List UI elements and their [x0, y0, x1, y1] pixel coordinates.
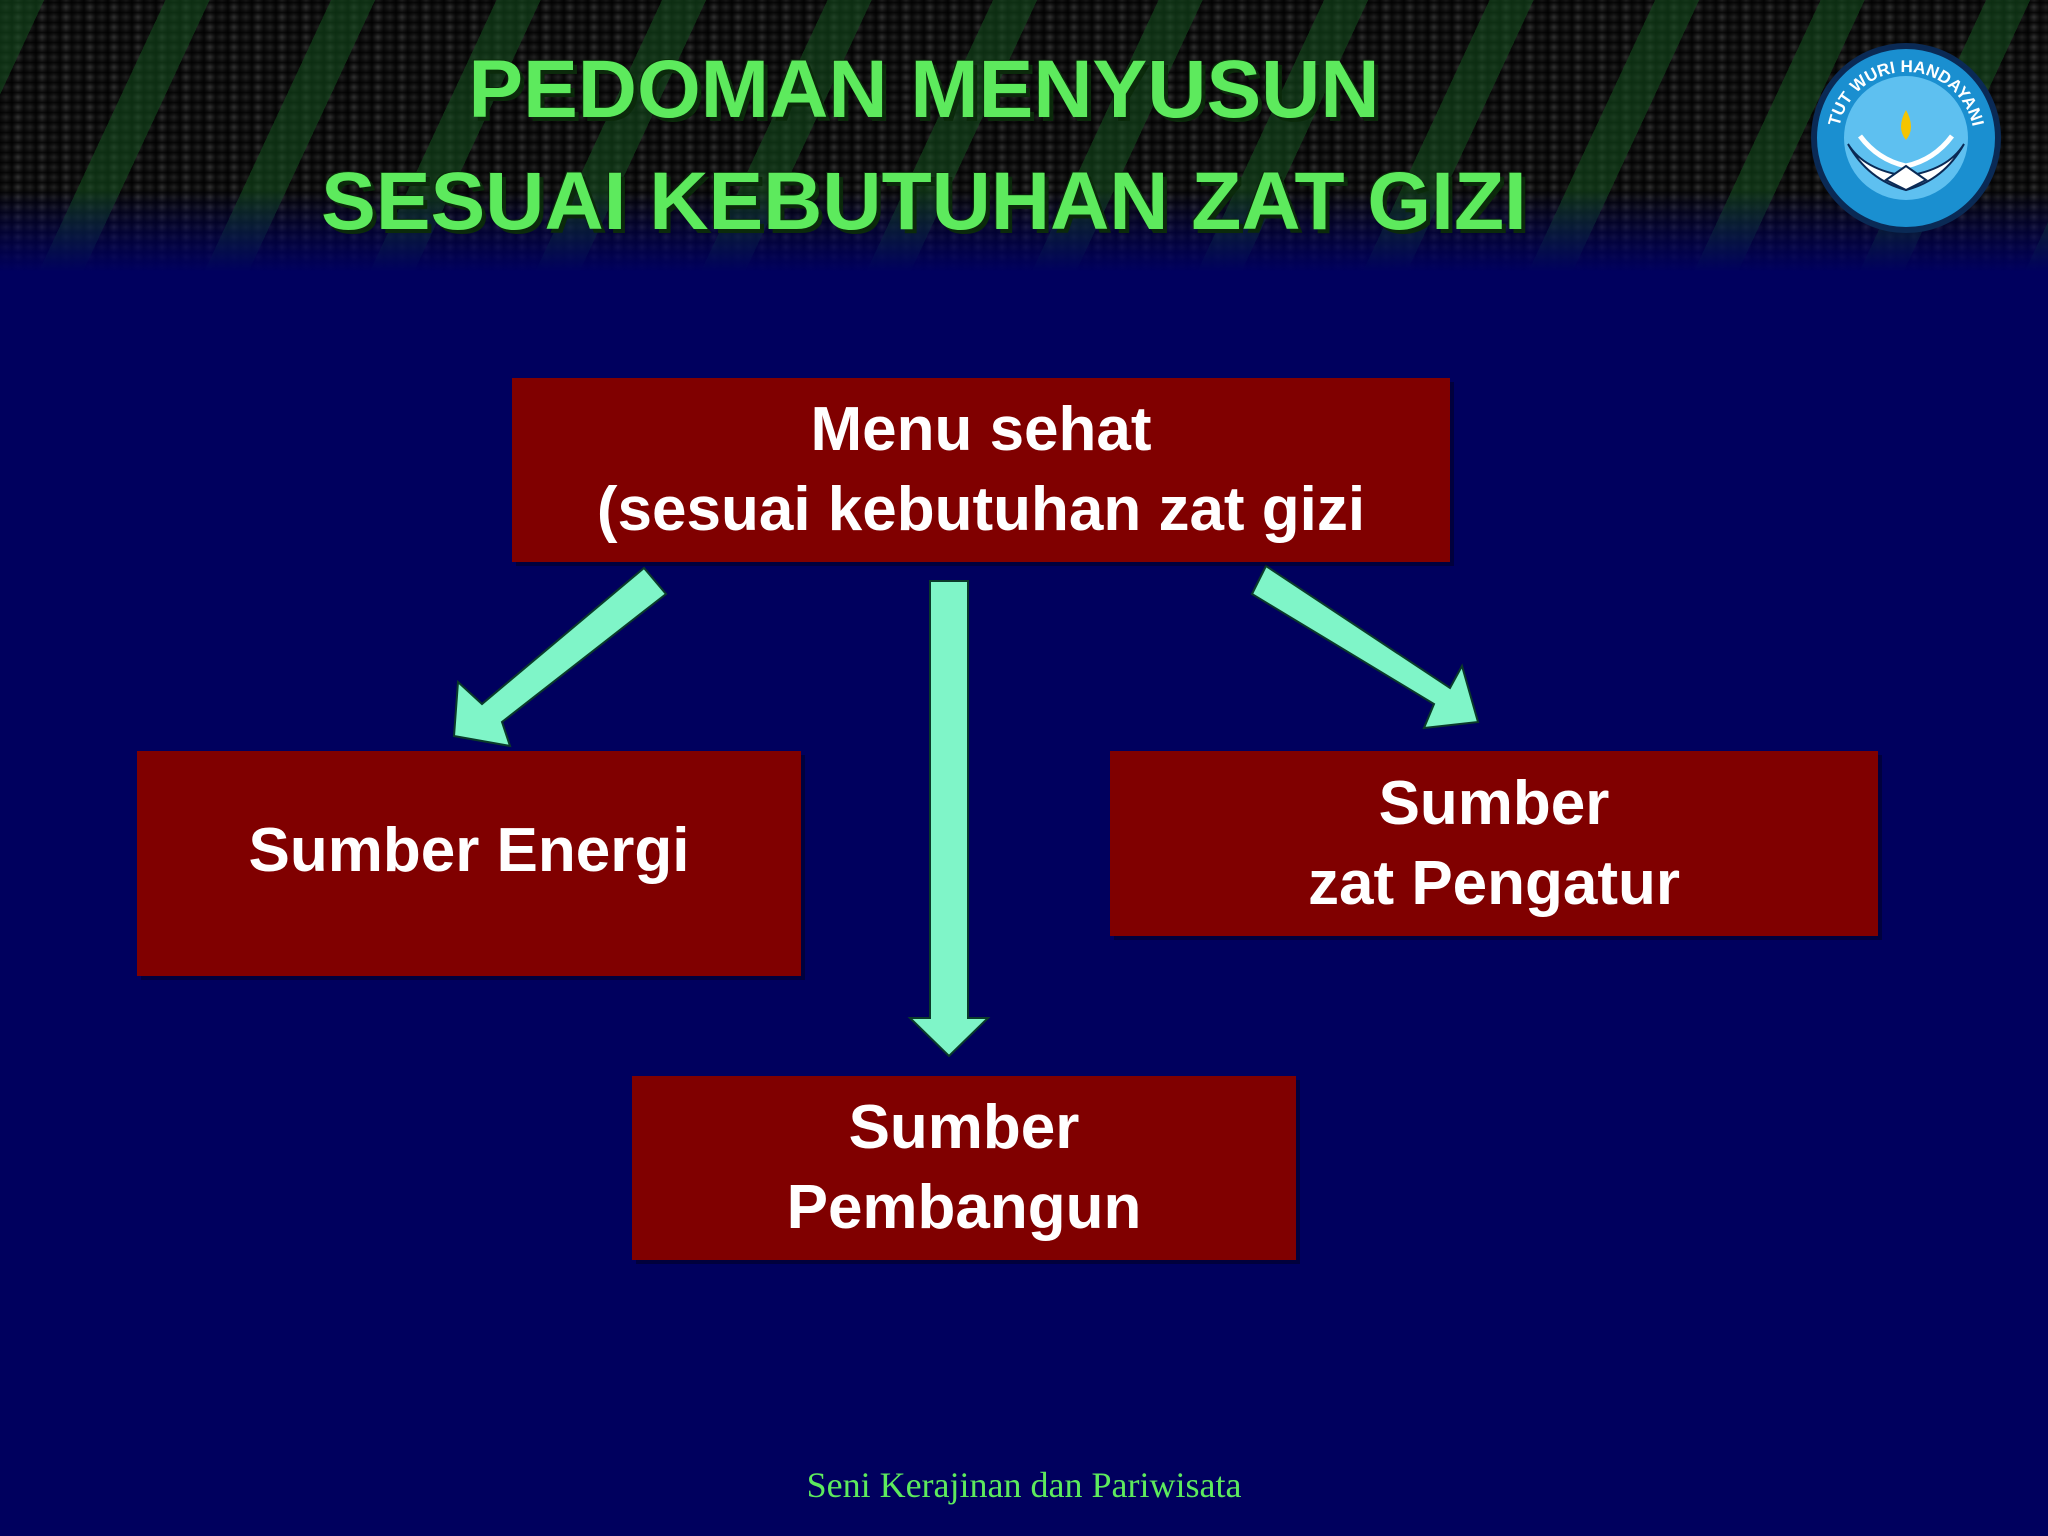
header-banner: [0, 0, 2048, 272]
box-menu-sehat-line1: Menu sehat: [810, 395, 1152, 464]
box-sumber-pembangun-line2: Pembangun: [786, 1173, 1142, 1242]
box-menu-sehat-line2: (sesuai kebutuhan zat gizi: [596, 475, 1366, 544]
arrow-to-sumber-pembangun: [907, 580, 991, 1058]
footer-text: Seni Kerajinan dan Pariwisata: [806, 1465, 1242, 1505]
page-title-line1: PEDOMAN MENYUSUN: [468, 44, 1380, 135]
tut-wuri-handayani-logo: TUT WURI HANDAYANI: [1811, 43, 2001, 233]
box-sumber-pembangun-line1: Sumber: [848, 1093, 1080, 1162]
box-sumber-energi-label: Sumber Energi: [248, 816, 690, 885]
box-sumber-pembangun: Sumber Pembangun: [632, 1076, 1296, 1260]
arrow-to-sumber-energi: [452, 566, 668, 748]
box-sumber-zat-pengatur: Sumber zat Pengatur: [1110, 751, 1878, 936]
arrow-to-sumber-zat-pengatur: [1250, 564, 1480, 730]
box-menu-sehat: Menu sehat (sesuai kebutuhan zat gizi: [512, 378, 1450, 562]
box-sumber-zat-pengatur-line2: zat Pengatur: [1307, 848, 1681, 918]
box-sumber-energi: Sumber Energi: [137, 751, 801, 976]
box-sumber-zat-pengatur-line1: Sumber: [1378, 768, 1610, 838]
page-title-line2: SESUAI KEBUTUHAN ZAT GIZI: [321, 156, 1527, 247]
